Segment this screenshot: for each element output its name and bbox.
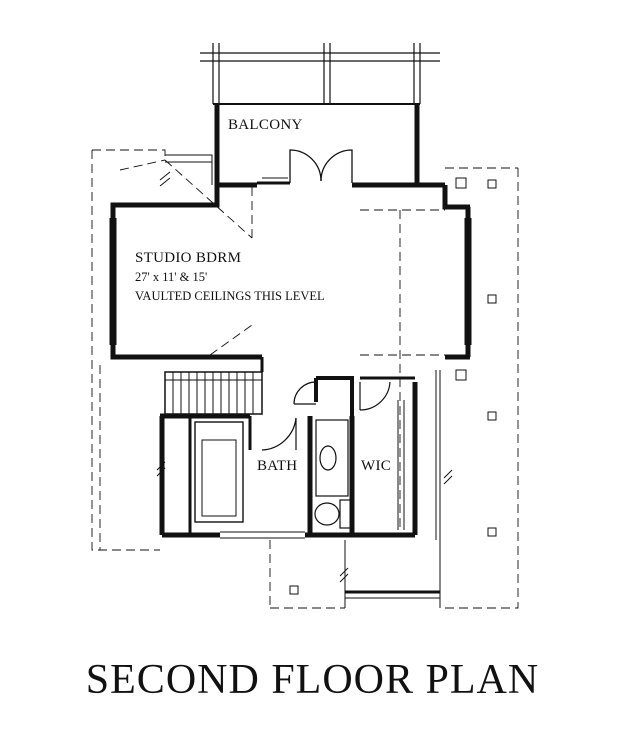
french-door[interactable] — [257, 149, 353, 185]
vanity-sink — [315, 419, 349, 497]
closet-door[interactable] — [293, 381, 317, 405]
toilet — [314, 499, 353, 529]
studio-label: STUDIO BDRM — [135, 250, 241, 266]
bathtub — [194, 421, 244, 523]
studio-dimensions: 27' x 11' & 15' — [135, 270, 207, 284]
plan-title: SECOND FLOOR PLAN — [85, 657, 540, 703]
wic-shelves — [397, 400, 405, 530]
balcony-label: BALCONY — [228, 117, 303, 133]
post-markers — [289, 177, 497, 595]
stair — [164, 371, 263, 415]
break-marks — [156, 461, 453, 583]
wic-door[interactable] — [359, 381, 391, 411]
wic-label: WIC — [361, 458, 391, 474]
balcony-pergola — [200, 43, 440, 105]
roof-overhang-lines — [91, 149, 519, 609]
balcony-walls — [214, 104, 420, 185]
lower-porch — [344, 370, 441, 608]
bath-door[interactable] — [261, 417, 297, 451]
bath-label: BATH — [257, 458, 297, 474]
exterior-walls — [110, 182, 471, 372]
left-porch-area — [159, 154, 213, 187]
windows — [109, 177, 472, 345]
studio-note: VAULTED CEILINGS THIS LEVEL — [135, 289, 325, 303]
lower-walls — [159, 376, 418, 538]
bottom-windows — [220, 531, 305, 539]
